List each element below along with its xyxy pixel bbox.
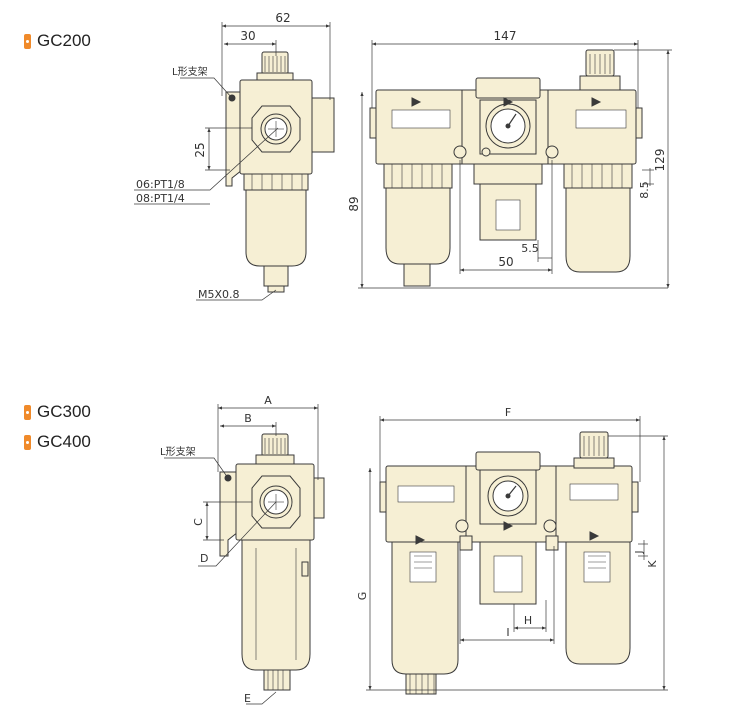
dim-89: 89: [347, 196, 361, 211]
dim-H: H: [524, 614, 532, 627]
bracket-label-bottom: L形支架: [160, 446, 196, 458]
drain-label: M5X0.8: [198, 288, 240, 301]
dim-129: 129: [653, 149, 667, 172]
gc200-side-view: [225, 51, 335, 293]
gc300-front-view: [379, 431, 639, 695]
model-tag-gc400: GC400: [24, 432, 91, 452]
model-tag-gc200: GC200: [24, 31, 91, 51]
dim-50: 50: [498, 255, 513, 269]
dim-5-5: 5.5: [521, 242, 539, 255]
dim-B: B: [244, 412, 252, 425]
dim-25: 25: [193, 142, 207, 157]
dim-E: E: [244, 692, 251, 705]
model-tag-gc300: GC300: [24, 402, 91, 422]
dim-F: F: [505, 406, 511, 419]
dim-K: K: [646, 560, 659, 568]
dimension-lines: [134, 22, 672, 705]
tag-bullet-icon: [24, 404, 31, 420]
model-label-gc400: GC400: [37, 432, 91, 451]
dim-G: G: [356, 592, 369, 601]
dim-8-5: 8.5: [638, 181, 651, 199]
port-label-a: 06:PT1/8: [136, 178, 185, 191]
dim-C: C: [192, 518, 205, 526]
dim-J: J: [634, 551, 645, 555]
dim-D: D: [200, 552, 208, 565]
tag-bullet-icon: [24, 33, 31, 49]
tag-bullet-icon: [24, 434, 31, 450]
dim-147: 147: [494, 29, 517, 43]
dim-I: I: [506, 626, 509, 639]
gc300-side-view: [219, 433, 325, 691]
dim-62: 62: [275, 11, 290, 25]
dim-30: 30: [240, 29, 255, 43]
model-label-gc300: GC300: [37, 402, 91, 421]
model-label-gc200: GC200: [37, 31, 91, 50]
bracket-label-top: L形支架: [172, 66, 208, 78]
dim-A: A: [264, 394, 272, 407]
port-label-b: 08:PT1/4: [136, 192, 185, 205]
gc200-front-view: [369, 49, 643, 287]
